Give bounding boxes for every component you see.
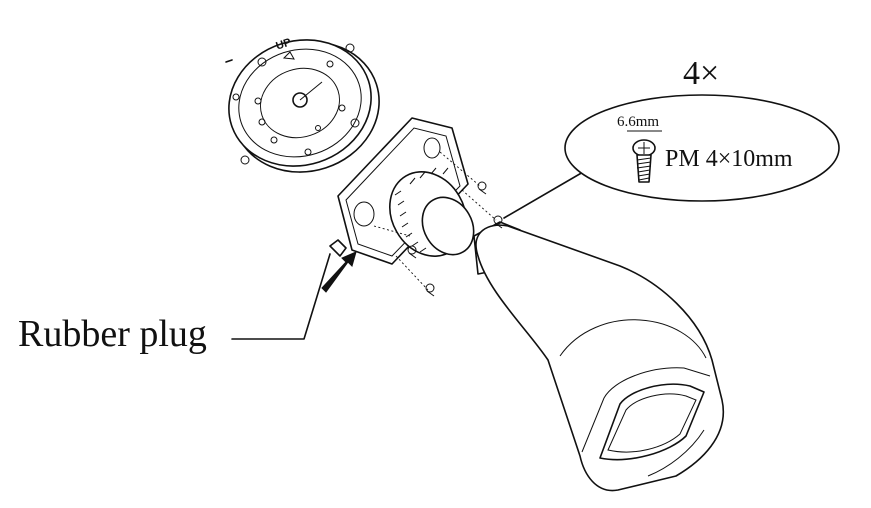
screw-spec-callout	[564, 94, 840, 202]
callout-leader-line	[503, 167, 591, 219]
screw-length-label: 6.6mm	[617, 114, 659, 130]
mount-up-marking: UP	[274, 36, 292, 52]
rubber-plug-leader-line	[231, 253, 331, 340]
camera-body	[473, 221, 725, 492]
screw-spec-label: PM 4×10mm	[665, 146, 793, 172]
threaded-ring	[389, 167, 475, 257]
insert-arrow-icon	[321, 251, 357, 293]
bracket-screws	[373, 151, 503, 297]
rubber-plug	[329, 239, 347, 257]
screw-count: 4×	[683, 55, 719, 92]
rubber-plug-label: Rubber plug	[18, 313, 207, 355]
mounting-base-plate: UP	[225, 36, 380, 173]
screw-icon	[632, 139, 656, 183]
